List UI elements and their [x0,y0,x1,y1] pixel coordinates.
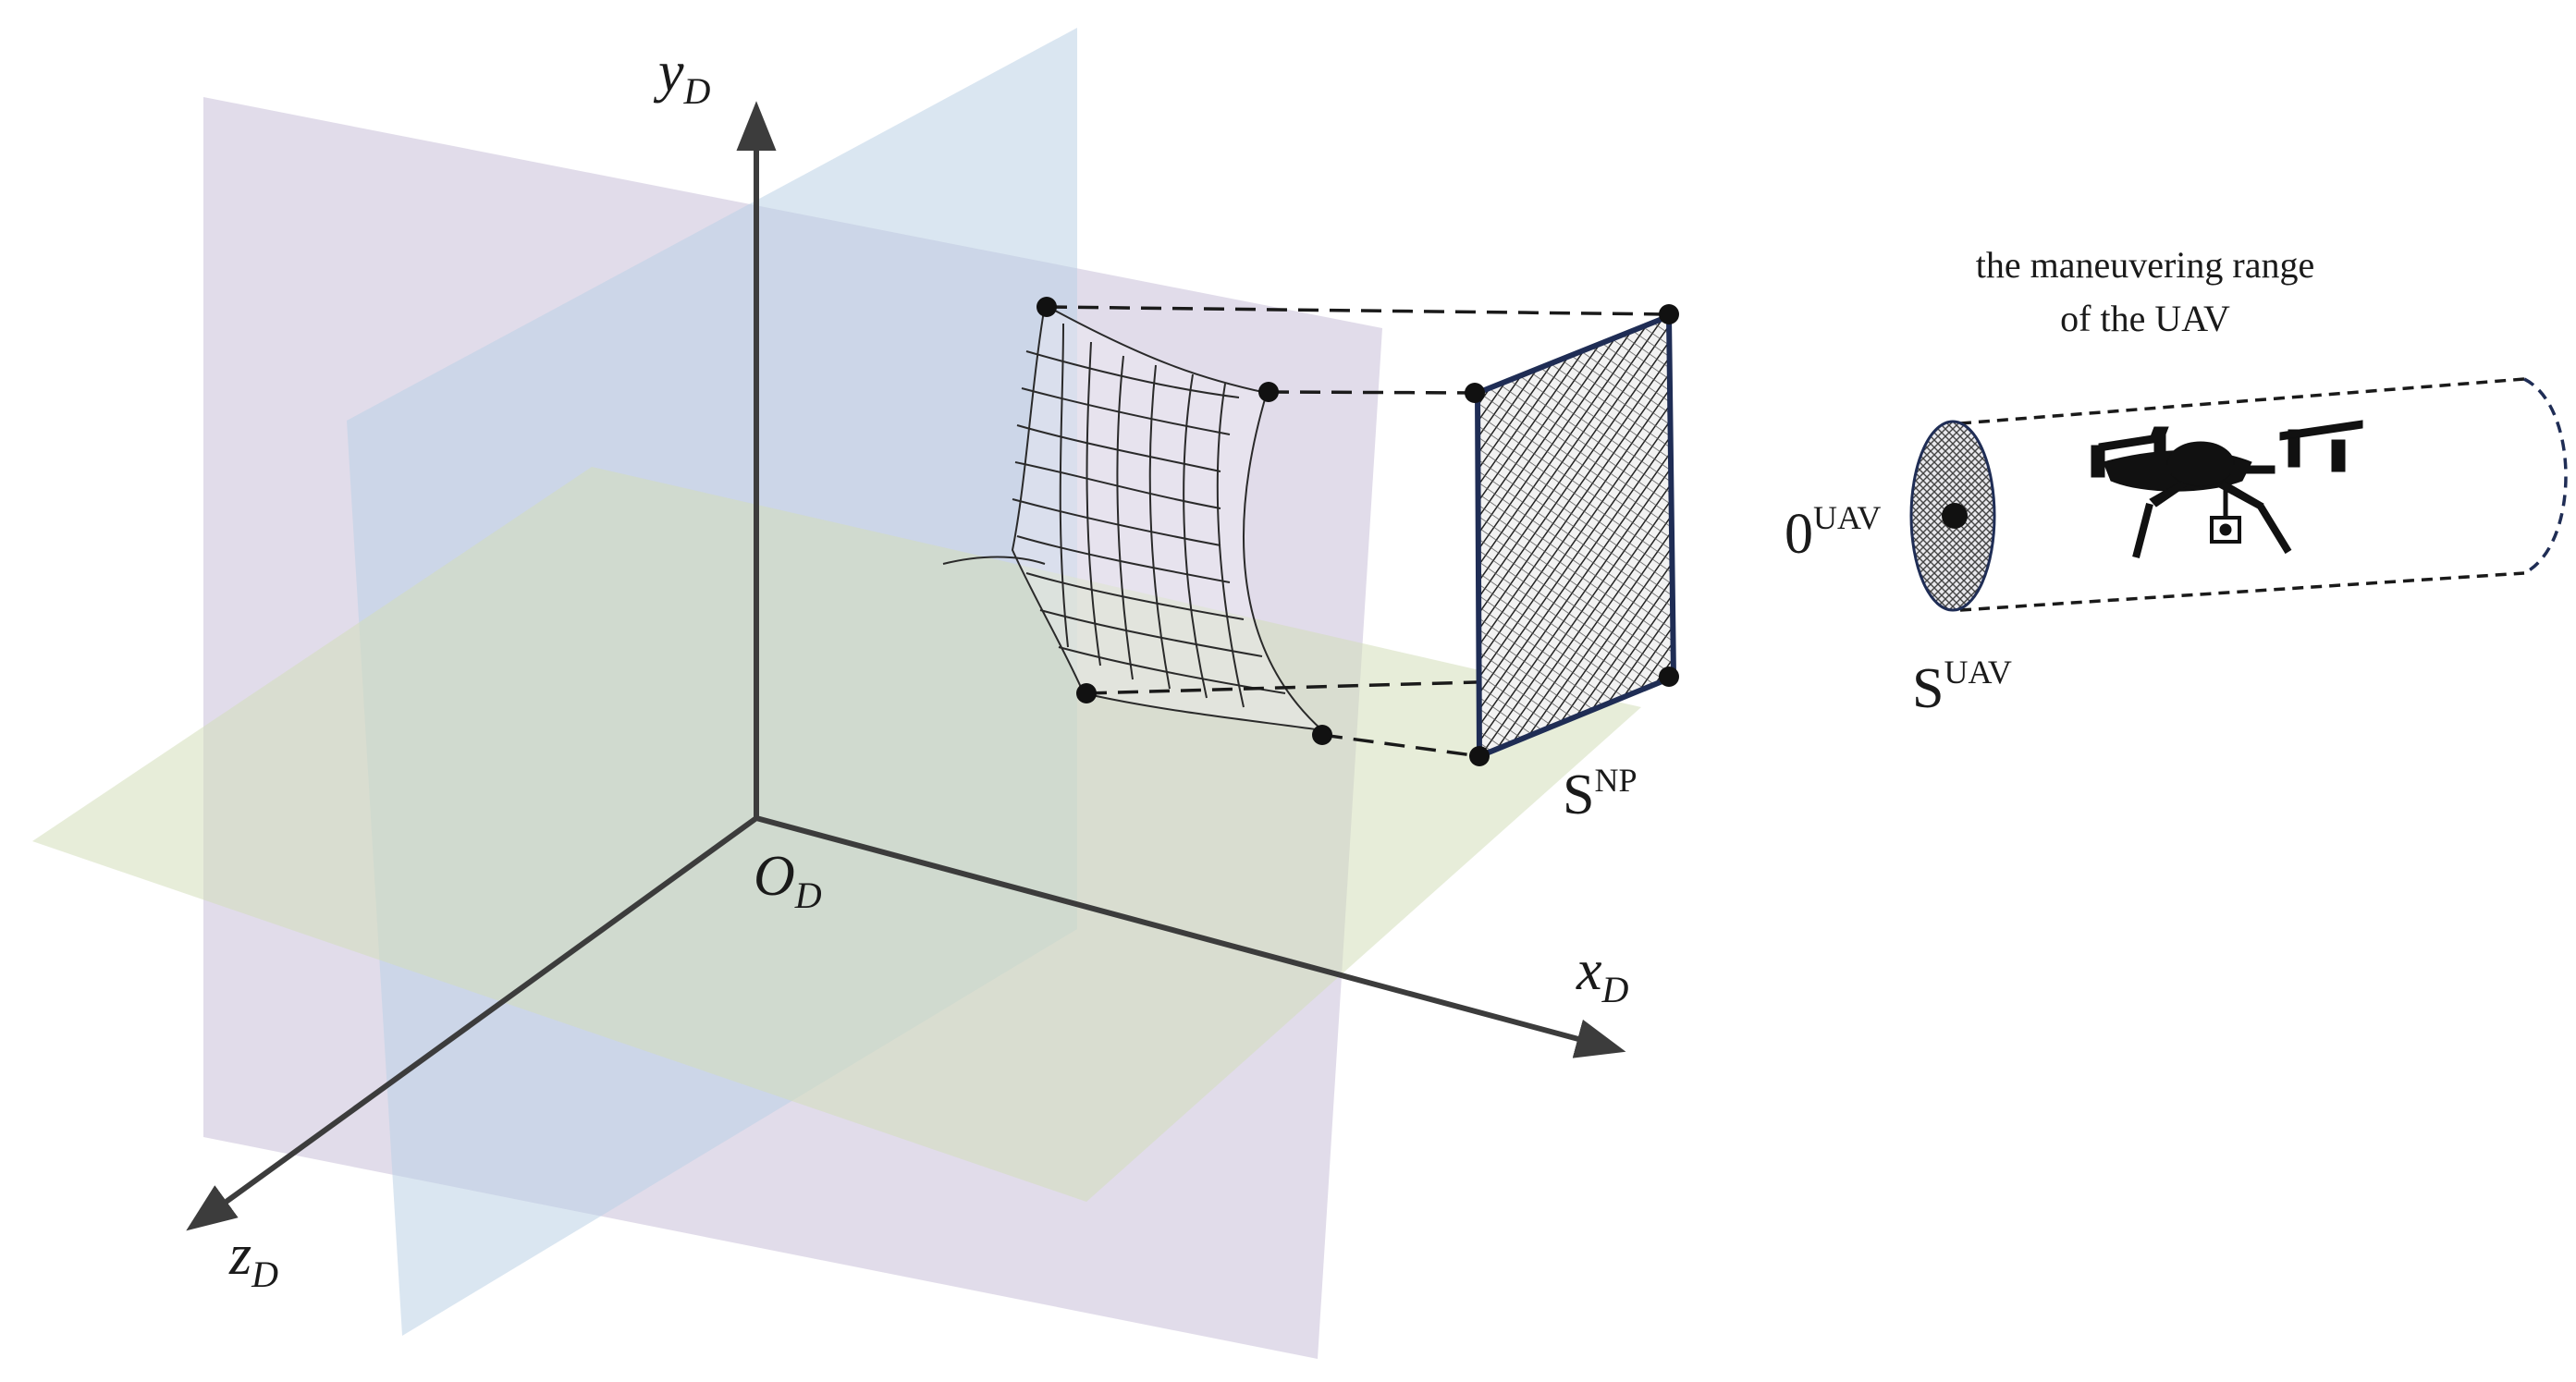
y-axis-label: yD [653,41,711,112]
origin-label: OD [754,845,822,916]
net-illustration [942,303,1326,732]
green-plane [32,467,1641,1202]
uav-center-point [1942,503,1968,529]
maneuver-caption-line1: the maneuvering range [1976,244,2315,286]
z-axis [186,815,758,1231]
cylinder-end-cap [2523,377,2568,575]
corner-points [1037,297,1679,766]
uav-section-label: SUAV [1912,654,2012,720]
z-axis-label: zD [228,1224,278,1295]
net-projection-label: SNP [1563,762,1638,826]
net-projection-plane [1474,312,1677,761]
uav-center-label: 0UAV [1785,499,1881,566]
maneuver-cylinder [1959,377,2525,612]
maneuver-caption-line2: of the UAV [2060,298,2230,339]
x-axis-label: xD [1576,939,1629,1010]
drone-icon [2091,420,2363,559]
x-axis [755,815,1626,1058]
